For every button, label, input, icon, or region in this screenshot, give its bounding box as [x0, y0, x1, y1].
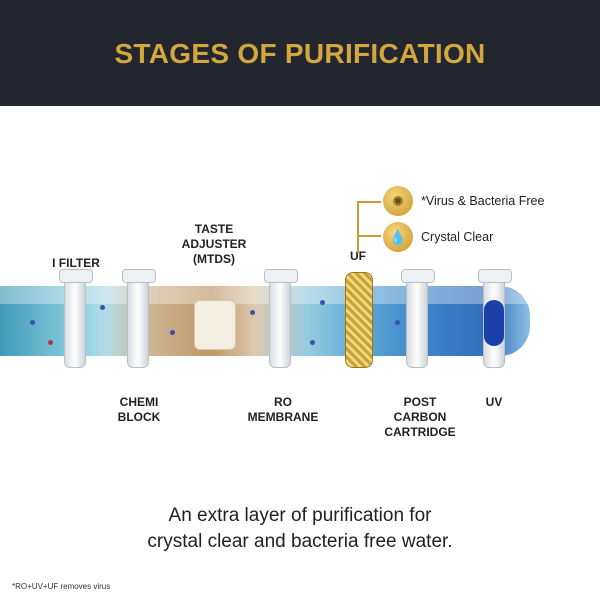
impurity-dot: [100, 305, 105, 310]
footnote: *RO+UV+UF removes virus: [12, 582, 111, 591]
uf-cartridge: [345, 272, 373, 368]
impurity-dot: [395, 320, 400, 325]
benefit-crystal-clear: 💧 Crystal Clear: [383, 222, 493, 252]
i-filter-cartridge: [59, 269, 93, 368]
taste-adjuster-valve: [194, 300, 236, 350]
benefit-bracket: [357, 201, 381, 237]
virus-bacteria-icon: ✺: [383, 186, 413, 216]
uv-lamp: [484, 300, 504, 346]
chemi-block-cartridge: [122, 269, 156, 368]
impurity-dot: [48, 340, 53, 345]
impurity-dot: [320, 300, 325, 305]
label-uv: UV: [485, 395, 503, 409]
impurity-dot: [250, 310, 255, 315]
page-title: STAGES OF PURIFICATION: [114, 38, 486, 69]
benefit-virus-free: ✺ *Virus & Bacteria Free: [383, 186, 544, 216]
water-drop-icon: 💧: [383, 222, 413, 252]
impurity-dot: [30, 320, 35, 325]
ro-membrane-cartridge: [264, 269, 298, 368]
post-carbon-cartridge: [401, 269, 435, 368]
impurity-dot: [310, 340, 315, 345]
label-i-filter: I FILTER: [52, 256, 100, 270]
impurity-dot: [170, 330, 175, 335]
label-uf: UF: [350, 249, 366, 263]
header-banner: STAGES OF PURIFICATION: [0, 0, 600, 106]
benefit-bracket-stem: [357, 219, 359, 253]
